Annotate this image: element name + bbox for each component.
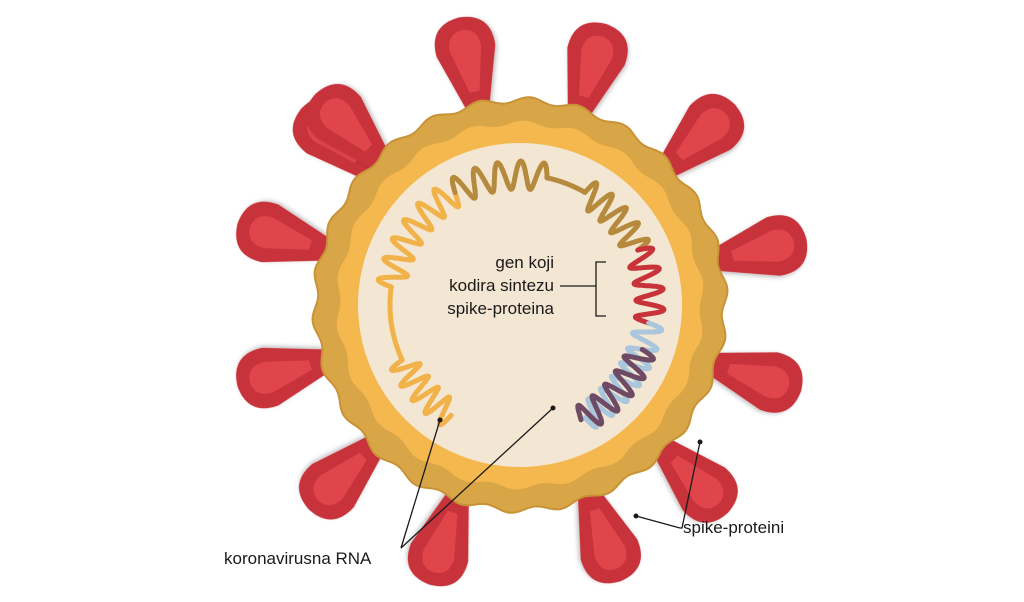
rna-leader-dot	[550, 405, 556, 411]
spike-protein-icon	[305, 84, 394, 174]
gene-label-line-2: kodira sintezu	[449, 276, 554, 295]
rna-segment	[389, 357, 454, 428]
rna-leader-1	[400, 419, 441, 549]
gene-bracket	[560, 261, 606, 317]
rna-segment	[449, 158, 550, 201]
spike-protein-icon	[577, 480, 641, 584]
spike-protein-icon	[236, 347, 340, 409]
rna-segment	[582, 320, 665, 430]
spike-leader-dot	[697, 439, 703, 445]
spike-protein-icon	[699, 352, 803, 413]
rna-segment	[375, 186, 462, 290]
spike-protein-icon	[299, 431, 389, 520]
rna-label: koronavirusna RNA	[224, 549, 372, 568]
spike-proteins-group	[236, 16, 808, 587]
spike-protein-icon	[703, 215, 808, 276]
rna-strand-icon	[375, 158, 667, 430]
rna-segment	[544, 175, 588, 195]
rna-segment	[387, 284, 405, 363]
rna-segment	[627, 245, 667, 326]
spike-protein-icon	[653, 93, 745, 182]
spike-protein-icon	[567, 22, 628, 126]
rna-leader-2	[400, 407, 554, 549]
leader-lines	[400, 261, 703, 549]
spike-protein-icon	[236, 201, 340, 263]
rna-leader-dot	[437, 417, 443, 423]
spike-protein-icon	[648, 433, 738, 523]
gene-label-line-1: gen koji	[495, 253, 554, 272]
spike-leader-dot	[633, 513, 639, 519]
spike-proteins-label: spike-proteini	[683, 518, 785, 537]
spike-protein-icon	[434, 16, 496, 121]
spike-protein-icon	[407, 483, 469, 587]
spike-leader-2	[635, 515, 681, 529]
rna-segment	[582, 180, 651, 253]
gene-label-line-3: spike-proteina	[447, 299, 554, 318]
spike-leader-1	[680, 441, 701, 529]
rna-segment	[575, 347, 656, 427]
